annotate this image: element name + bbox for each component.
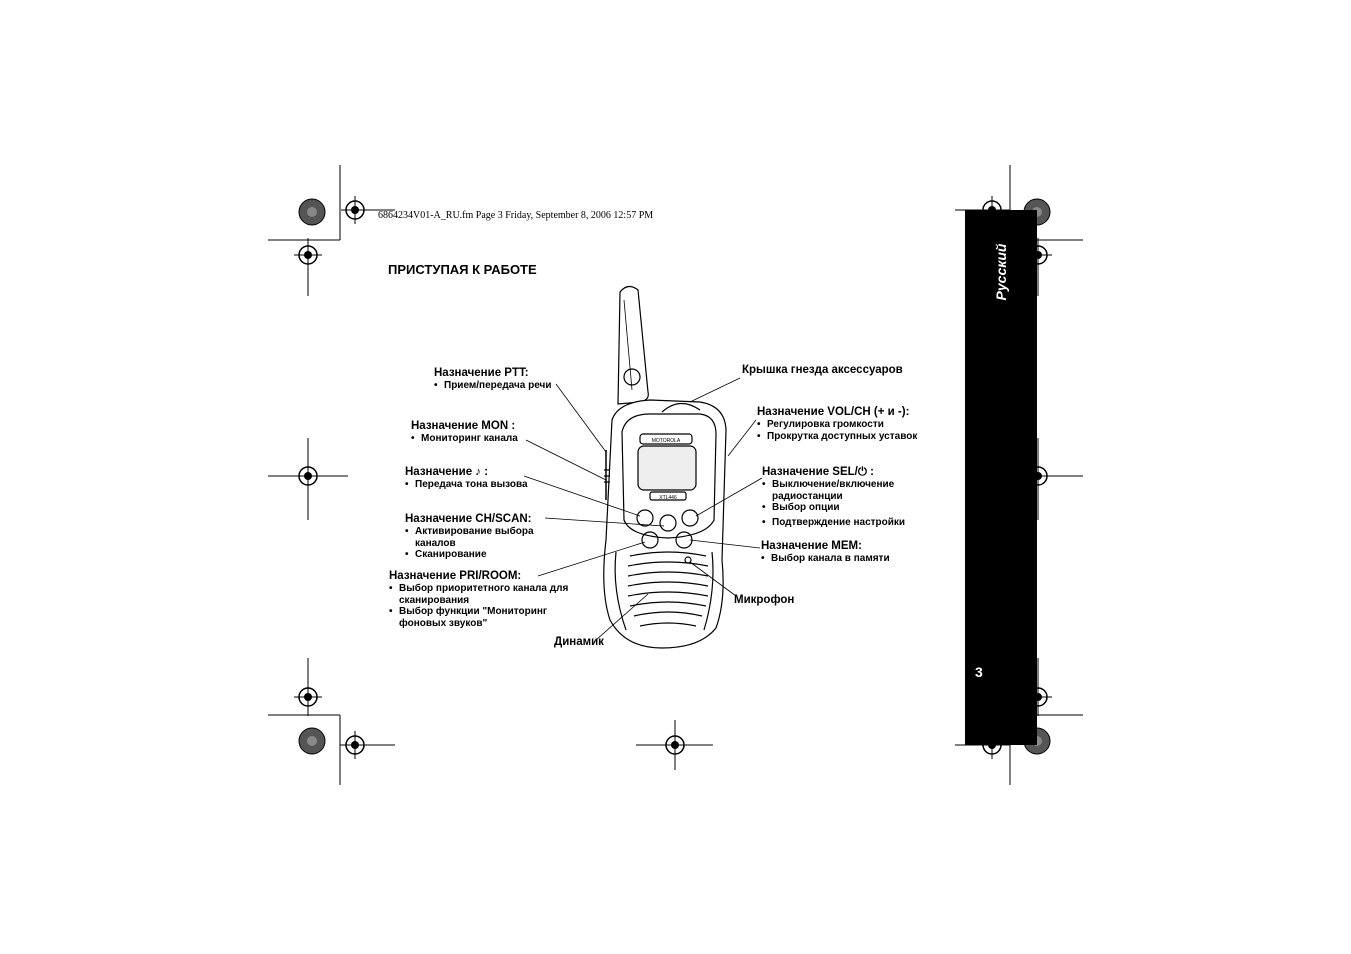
callout-mon-item: Мониторинг канала: [411, 433, 518, 445]
callout-ptt-item: Прием/передача речи: [434, 380, 552, 392]
callout-speaker: Динамик: [554, 636, 604, 648]
radio-brand: MOTOROLA: [652, 438, 681, 444]
callout-mon: Назначение MON : Мониторинг канала: [411, 419, 518, 445]
callout-accessory: Крышка гнезда аксессуаров: [742, 364, 903, 376]
callout-ptt-title: Назначение PTT:: [434, 367, 529, 379]
callout-chscan-title: Назначение CH/SCAN:: [405, 513, 532, 525]
page-title: ПРИСТУПАЯ К РАБОТЕ: [388, 262, 537, 277]
callout-sel-item: Выключение/включение радиостанции: [762, 479, 912, 502]
callout-ptt: Назначение PTT: Прием/передача речи: [434, 366, 552, 392]
callout-call-item: Передача тона вызова: [405, 479, 528, 491]
radio-model: XTL446: [659, 495, 677, 501]
callout-call-title: Назначение ♪ :: [405, 466, 489, 478]
callout-priroom: Назначение PRI/ROOM: Выбор приоритетного…: [389, 569, 589, 629]
callout-chscan-item: Активирование выбора каналов: [405, 526, 555, 549]
callout-volch-title: Назначение VOL/CH (+ и -):: [757, 406, 910, 418]
callout-priroom-item: Выбор приоритетного канала для сканирова…: [389, 583, 589, 606]
language-tab: Русский 3: [965, 210, 1037, 745]
callout-sel: Назначение SEL/⏻ : Выключение/включение …: [762, 465, 912, 528]
callout-mem-title: Назначение MEM:: [761, 540, 862, 552]
callout-volch-item: Прокрутка доступных уставок: [757, 431, 917, 443]
file-header: 6864234V01-A_RU.fm Page 3 Friday, Septem…: [378, 210, 654, 221]
callout-sel-title: Назначение SEL/⏻ :: [762, 466, 874, 478]
callout-mon-title: Назначение MON :: [411, 420, 516, 432]
callout-volch-item: Регулировка громкости: [757, 419, 917, 431]
callout-call: Назначение ♪ : Передача тона вызова: [405, 465, 528, 491]
page-number: 3: [975, 664, 983, 680]
callout-sel-item: Выбор опции: [762, 502, 912, 514]
callout-mem-item: Выбор канала в памяти: [761, 553, 890, 565]
callout-priroom-item: Выбор функции "Мониторинг фоновых звуков…: [389, 606, 571, 629]
callout-chscan-item: Сканирование: [405, 549, 555, 561]
callout-mic: Микрофон: [734, 594, 795, 606]
callout-priroom-title: Назначение PRI/ROOM:: [389, 570, 522, 582]
callout-volch: Назначение VOL/CH (+ и -): Регулировка г…: [757, 405, 917, 442]
callout-mem: Назначение MEM: Выбор канала в памяти: [761, 539, 890, 565]
callout-sel-item: Подтверждение настройки: [762, 517, 912, 529]
callout-chscan: Назначение CH/SCAN: Активирование выбора…: [405, 512, 555, 561]
